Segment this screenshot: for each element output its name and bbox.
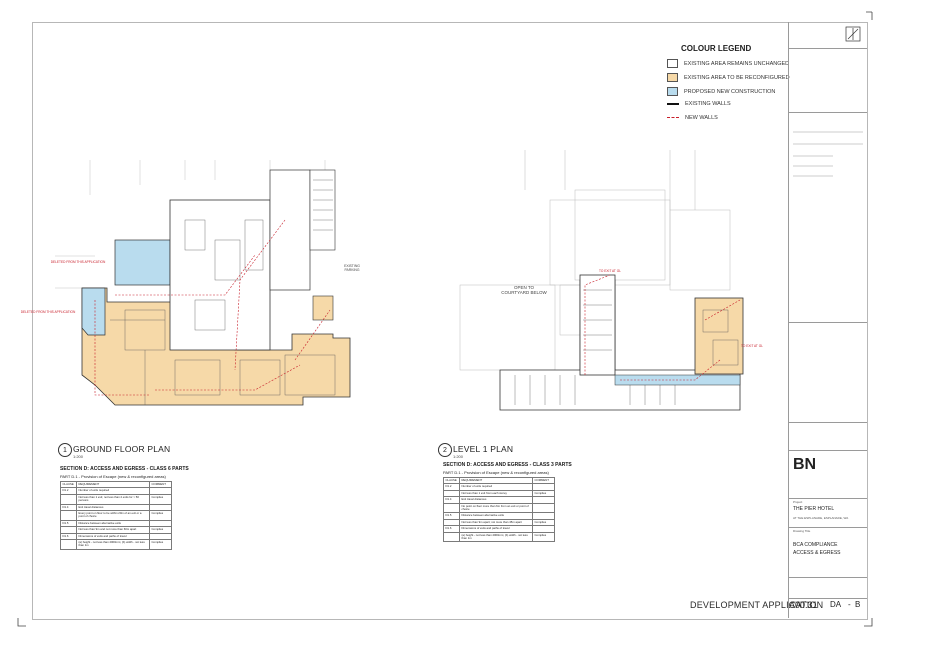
deleted-annotation-1: DELETED FROM THIS APPLICATION <box>50 260 106 264</box>
table-row: Not less than 1 exit; not less than 2 ex… <box>60 493 172 505</box>
drawing-number-label: Drawing No. <box>793 600 810 604</box>
title-block: BN Project THE PIER HOTEL AT THE ESPLANA… <box>788 22 867 618</box>
swatch-blue <box>667 87 678 96</box>
cell: (a) height - not less than 2000mm; (b) w… <box>76 539 150 550</box>
plan-number-1: 1 <box>58 443 72 457</box>
ground-floor-plan-drawing <box>55 160 351 406</box>
cell: Complies <box>532 531 555 543</box>
level-1-plan-scale: 1:200 <box>453 454 464 459</box>
swatch-white <box>667 59 678 68</box>
legend-label: EXISTING AREA REMAINS UNCHANGED <box>684 60 790 67</box>
level1-section-title: SECTION D: ACCESS AND EGRESS - CLASS 3 P… <box>443 462 572 468</box>
cell <box>149 503 172 512</box>
legend-item-reconfigured: EXISTING AREA TO BE RECONFIGURED <box>667 73 790 82</box>
cell <box>443 502 460 514</box>
level-1-plan-title: LEVEL 1 PLAN <box>453 444 514 454</box>
cell <box>60 510 77 521</box>
drawing-number: A00.31 <box>789 600 818 610</box>
legend-title: COLOUR LEGEND <box>681 44 752 53</box>
table-row: Not less than 9m apart; not more than 45… <box>443 518 555 527</box>
deleted-annotation-2: DELETED FROM THIS APPLICATION <box>20 310 76 314</box>
table-row: Every point on floor to be within 20m of… <box>60 510 172 521</box>
legend-label: EXISTING WALLS <box>685 101 731 107</box>
cell <box>532 525 555 533</box>
legend-item-existing-walls: EXISTING WALLS <box>667 101 731 107</box>
cell <box>60 539 77 550</box>
table-row: No point on floor more than 6m from an e… <box>443 502 555 514</box>
drawing-sheet-border <box>32 22 868 620</box>
drawing-title-line-1: BCA COMPLIANCE <box>793 542 838 548</box>
legend-item-new-walls: NEW WALLS <box>667 115 718 121</box>
ground-section-title: SECTION D: ACCESS AND EGRESS - CLASS 6 P… <box>60 466 189 472</box>
drawing-title-label: Drawing Title <box>793 529 811 533</box>
cell <box>532 502 555 514</box>
drawing-revision: B <box>855 600 861 609</box>
cell: Complies <box>149 526 172 534</box>
ground-floor-plan-title: GROUND FLOOR PLAN <box>73 444 171 454</box>
legend-item-new-construction: PROPOSED NEW CONSTRUCTION <box>667 87 775 96</box>
legend-item-unchanged: EXISTING AREA REMAINS UNCHANGED <box>667 59 789 68</box>
cell <box>443 531 460 543</box>
table-row: (a) height - not less than 2000mm; (b) w… <box>443 531 555 543</box>
plan-number-2: 2 <box>438 443 452 457</box>
level1-exit-label-1: TO EXIT AT GL <box>599 269 621 273</box>
north-arrow-icon <box>845 26 861 42</box>
table-row: (a) height - not less than 2000mm; (b) w… <box>60 539 172 550</box>
drawing-stage: DA <box>830 600 842 609</box>
cell: Complies <box>149 493 172 505</box>
cell: Every point on floor to be within 20m of… <box>76 510 150 521</box>
cell: Not less than 1 exit; not less than 2 ex… <box>76 493 150 505</box>
new-wall-line-icon <box>667 116 679 120</box>
cell: Complies <box>149 510 172 521</box>
legend-label: PROPOSED NEW CONSTRUCTION <box>684 88 776 95</box>
cell: (a) height - not less than 2000mm; (b) w… <box>459 531 533 543</box>
drawing-title-line-2: ACCESS & EGRESS <box>793 550 841 556</box>
cell <box>149 519 172 528</box>
ground-floor-plan-scale: 1:200 <box>73 454 84 459</box>
ground-section-subtitle: PART D.1 - Provision of Escape (new & re… <box>60 474 166 479</box>
cell: No point on floor more than 6m from an e… <box>459 502 533 514</box>
development-application-status: DEVELOPMENT APPLICATION <box>690 600 824 610</box>
wall-line-icon <box>667 103 679 105</box>
cell: Complies <box>532 518 555 527</box>
cell: Complies <box>149 539 172 550</box>
title-block-notes <box>793 131 863 177</box>
level1-exit-label-2: TO EXIT AT GL <box>741 344 763 348</box>
table-row: Not less than 9m and not more than 60m a… <box>60 526 172 534</box>
cell <box>532 496 555 504</box>
cell <box>149 487 172 495</box>
legend-label: NEW WALLS <box>685 115 718 121</box>
cell <box>60 493 77 505</box>
parking-label: EXISTING PARKING <box>344 264 360 272</box>
swatch-orange <box>667 73 678 82</box>
level1-section-subtitle: PART D.1 - Provision of Escape (new & re… <box>443 470 549 475</box>
cell <box>149 532 172 541</box>
firm-logo: BN <box>793 456 817 473</box>
level-1-plan-drawing <box>459 150 744 411</box>
legend-label: EXISTING AREA TO BE RECONFIGURED <box>684 74 790 81</box>
project-label: Project <box>793 500 803 504</box>
cell <box>532 512 555 520</box>
project-address: AT THE ESPLANADE, ESPLANADE, WA <box>793 516 849 520</box>
courtyard-label: OPEN TO COURTYARD BELOW <box>501 285 547 295</box>
project-name: THE PIER HOTEL <box>793 506 835 512</box>
